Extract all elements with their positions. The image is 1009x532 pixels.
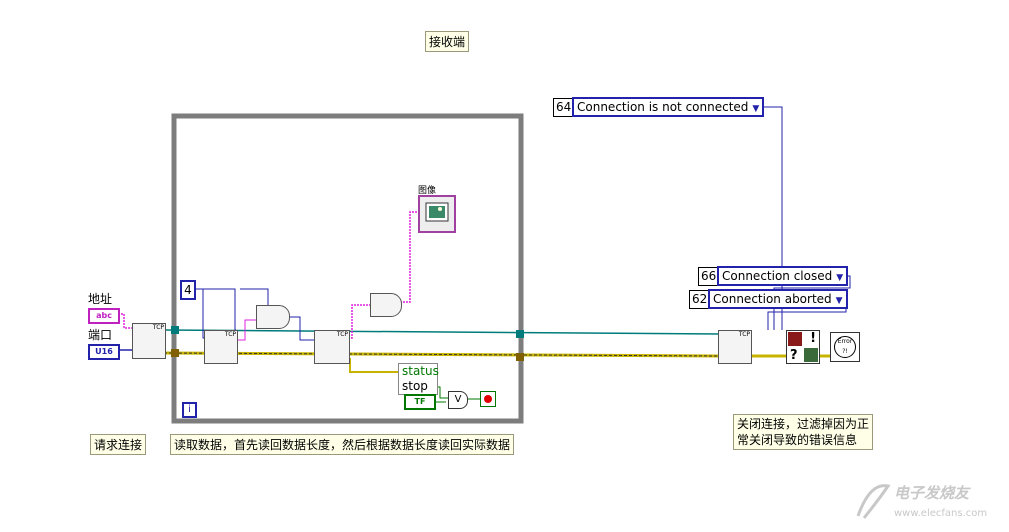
tcp-read-length-node[interactable]: TCP [204,330,238,364]
or-gate[interactable]: V [448,391,468,409]
filter-errors-node[interactable]: ! ? [786,330,820,364]
error-bubble-icon: Error ?! [834,336,856,358]
while-loop-frame [171,113,524,424]
iteration-terminal: i [182,402,197,418]
type-cast-node-2[interactable] [370,293,402,317]
title-label: 接收端 [425,31,470,52]
tcp-open-connection-node[interactable]: TCP [132,323,166,359]
simple-error-handler-node[interactable]: Error ?! [830,332,860,362]
error-tunnel-in [171,349,179,357]
refnum-tunnel-out [516,330,524,338]
dropdown-arrow-icon: ▼ [752,104,760,114]
port-control[interactable]: U16 [88,344,120,360]
stop-boolean-control[interactable]: TF [404,394,436,410]
close-connection-label: 关闭连接，过滤掉因为正 常关闭导致的错误信息 [733,414,874,450]
watermark-text: 电子发烧友 [894,484,970,502]
request-connection-label: 请求连接 [90,434,147,455]
filtered-error-icon [804,348,818,362]
refnum-wire [163,329,721,335]
error-ring-62[interactable]: Connection aborted▼ [708,289,848,309]
error-tunnel-out [516,353,524,361]
error-cluster-icon [788,332,802,346]
watermark-icon [856,484,891,519]
port-label: 端口 [88,328,113,342]
image-label: 图像 [418,186,437,196]
watermark-url: www.elecfans.com [894,508,988,519]
read-data-label: 读取数据，首先读回数据长度，然后根据数据长度读回实际数据 [170,434,515,455]
address-label: 地址 [88,292,113,306]
unbundle-by-name[interactable]: status stop [398,363,439,395]
tcp-read-data-node[interactable]: TCP [314,330,350,364]
question-icon: ? [790,348,798,363]
exclamation-icon: ! [810,331,816,346]
refnum-tunnel-in [171,326,179,334]
status-field: status [402,364,439,378]
watermark-logo: 电子发烧友 www.elecfans.com [850,478,1000,528]
error-code-66[interactable]: 66 [698,267,720,286]
error-code-64[interactable]: 64 [553,98,575,117]
picture-icon [425,202,449,222]
error-ring-66[interactable]: Connection closed▼ [717,266,849,286]
loop-condition-terminal[interactable] [480,391,496,407]
length-constant[interactable]: 4 [180,280,196,300]
type-cast-node-1[interactable] [256,305,290,329]
error-code-62[interactable]: 62 [689,290,711,309]
address-control[interactable]: abc [88,308,120,324]
error-ring-64[interactable]: Connection is not connected▼ [572,97,765,117]
tcp-close-connection-node[interactable]: TCP [718,330,752,364]
stop-field: stop [402,379,428,393]
stop-icon [484,395,492,403]
dropdown-arrow-icon: ▼ [836,273,844,283]
dropdown-arrow-icon: ▼ [835,296,843,306]
image-indicator[interactable] [418,195,456,233]
